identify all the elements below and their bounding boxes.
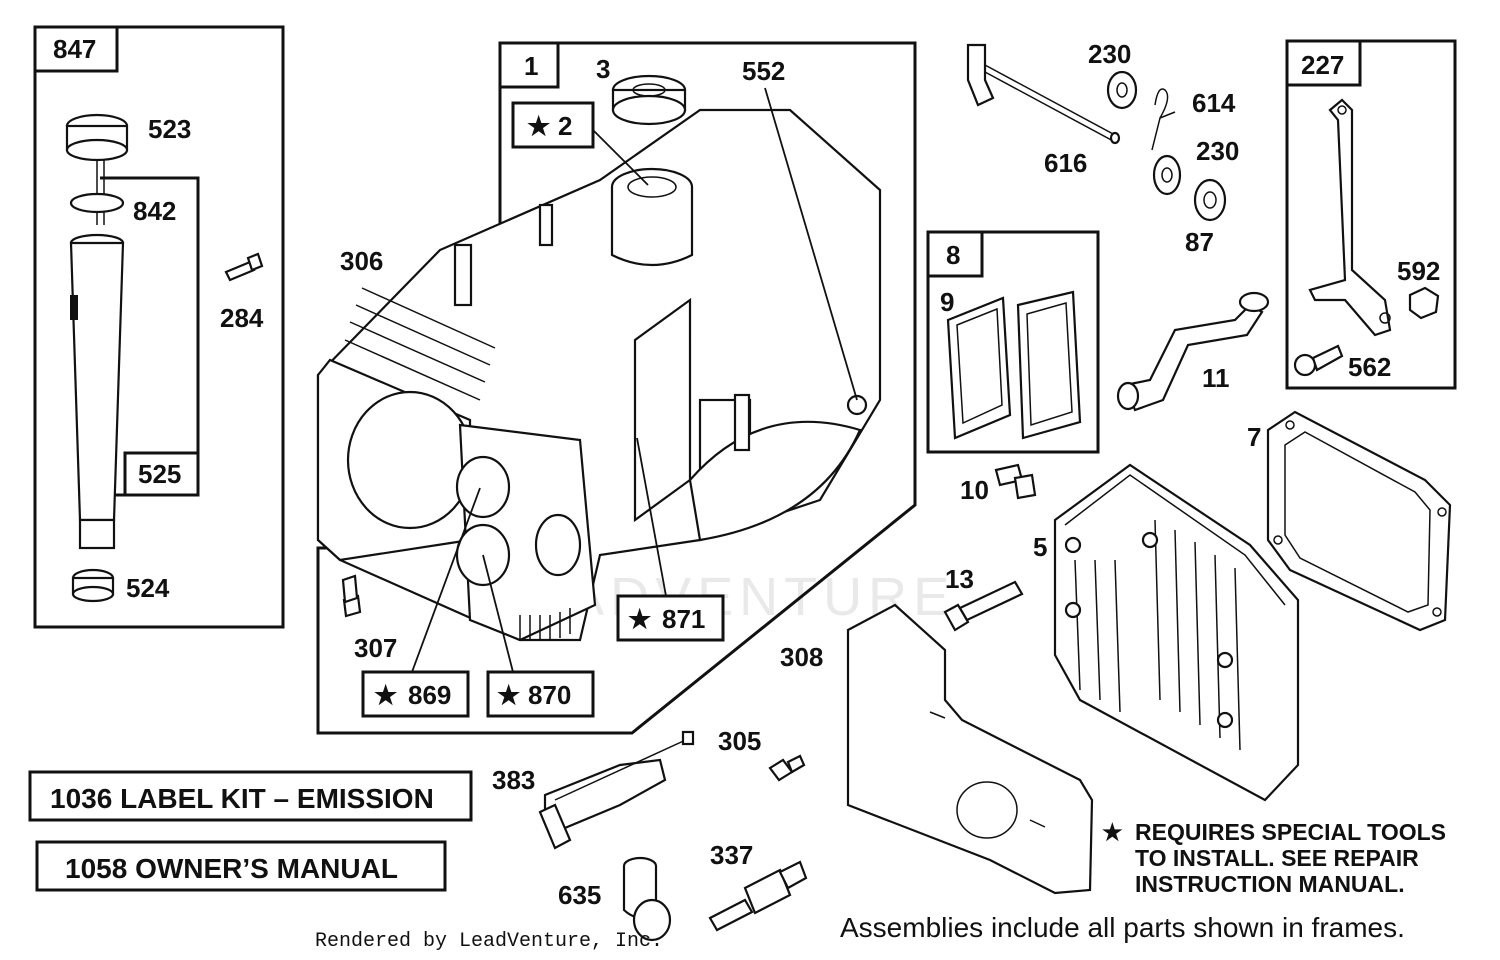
nut-592-part[interactable] — [1408, 286, 1440, 320]
callout-2-star: ★ — [527, 111, 551, 141]
callout-13: 13 — [945, 564, 974, 594]
callout-7: 7 — [1247, 422, 1261, 452]
manual-box — [35, 840, 447, 892]
governor-lever-part[interactable] — [1308, 98, 1392, 337]
callout-284: 284 — [220, 303, 264, 333]
frame-8-label: 8 — [946, 240, 960, 270]
callout-616: 616 — [1044, 148, 1087, 178]
screw-305-part[interactable] — [768, 754, 806, 782]
callout-870-star: ★ — [497, 680, 521, 710]
washer-230-lower-part[interactable] — [1152, 154, 1182, 196]
breather-plate-part[interactable] — [1016, 290, 1082, 440]
callout-869: 869 — [408, 680, 451, 710]
callout-307: 307 — [354, 633, 397, 663]
frame-847-label: 847 — [53, 34, 96, 64]
governor-shaft-part[interactable] — [966, 43, 1121, 145]
callout-3: 3 — [596, 54, 610, 84]
washer-87-part[interactable] — [1193, 178, 1227, 222]
frame-227-label: 227 — [1301, 50, 1344, 80]
callout-306: 306 — [340, 246, 383, 276]
callout-383: 383 — [492, 765, 535, 795]
callout-308: 308 — [780, 642, 823, 672]
callout-552: 552 — [742, 56, 785, 86]
tube-seal-part[interactable] — [71, 568, 115, 603]
ignition-armature-part[interactable] — [538, 730, 695, 850]
special-tools-star: ★ — [1102, 819, 1123, 845]
dipstick-tube-part[interactable] — [69, 233, 125, 550]
frame-1: 1 — [316, 41, 917, 735]
special-tools-line1: REQUIRES SPECIAL TOOLS — [1135, 819, 1446, 845]
spark-plug-boot-part[interactable] — [622, 856, 672, 942]
bolt-307-part[interactable] — [341, 574, 362, 618]
manual-text: 1058 OWNER’S MANUAL — [65, 853, 398, 884]
callout-524: 524 — [126, 573, 170, 603]
gasket-9-part[interactable] — [946, 296, 1012, 440]
oil-seal-part[interactable] — [611, 74, 687, 126]
washer-230-top-part[interactable] — [1106, 70, 1138, 110]
screw-10-part[interactable] — [994, 463, 1037, 500]
callout-9: 9 — [940, 287, 954, 317]
callout-592: 592 — [1397, 256, 1440, 286]
frame-8: 8 — [926, 230, 1100, 454]
callout-230a: 230 — [1088, 39, 1131, 69]
frame-227: 227 — [1285, 39, 1457, 390]
callout-869-star: ★ — [374, 680, 398, 710]
callout-635: 635 — [558, 880, 601, 910]
screw-284-part[interactable] — [224, 252, 264, 282]
callout-842: 842 — [133, 196, 176, 226]
label-kit-box — [28, 770, 473, 822]
o-ring-part[interactable] — [69, 192, 125, 214]
special-tools-line2: TO INSTALL. SEE REPAIR — [1135, 845, 1419, 871]
label-kit-text: 1036 LABEL KIT – EMISSION — [50, 783, 434, 814]
callout-2: 2 — [558, 111, 572, 141]
screw-562-part[interactable] — [1293, 344, 1344, 377]
callout-870: 870 — [528, 680, 571, 710]
cylinder-head-part[interactable] — [1053, 463, 1300, 802]
cylinder-block-part[interactable] — [316, 108, 882, 642]
frame-847: 847 525 — [33, 25, 285, 629]
frame-1-label: 1 — [524, 51, 538, 81]
callout-5: 5 — [1033, 532, 1047, 562]
breather-tube-part[interactable] — [1116, 291, 1270, 412]
callout-230b: 230 — [1196, 136, 1239, 166]
assemblies-note: Assemblies include all parts shown in fr… — [840, 912, 1405, 943]
callout-614: 614 — [1192, 88, 1236, 118]
callout-523: 523 — [148, 114, 191, 144]
callout-871: 871 — [662, 604, 705, 634]
callout-10: 10 — [960, 475, 989, 505]
callout-11: 11 — [1202, 363, 1230, 393]
spark-plug-part[interactable] — [708, 860, 808, 932]
callout-337: 337 — [710, 840, 753, 870]
cylinder-shield-part[interactable] — [846, 603, 1094, 895]
dipstick-cap-part[interactable] — [65, 113, 129, 225]
special-tools-line3: INSTRUCTION MANUAL. — [1135, 871, 1405, 897]
credit-text: Rendered by LeadVenture, Inc. — [315, 930, 663, 953]
callout-871-star: ★ — [628, 604, 652, 634]
hairpin-614-part[interactable] — [1151, 88, 1176, 151]
callout-87: 87 — [1185, 227, 1214, 257]
frame-525-label: 525 — [138, 459, 181, 489]
callout-562: 562 — [1348, 352, 1391, 382]
callout-305: 305 — [718, 726, 761, 756]
head-gasket-part[interactable] — [1266, 410, 1452, 632]
bolt-13-part[interactable] — [943, 580, 1024, 632]
